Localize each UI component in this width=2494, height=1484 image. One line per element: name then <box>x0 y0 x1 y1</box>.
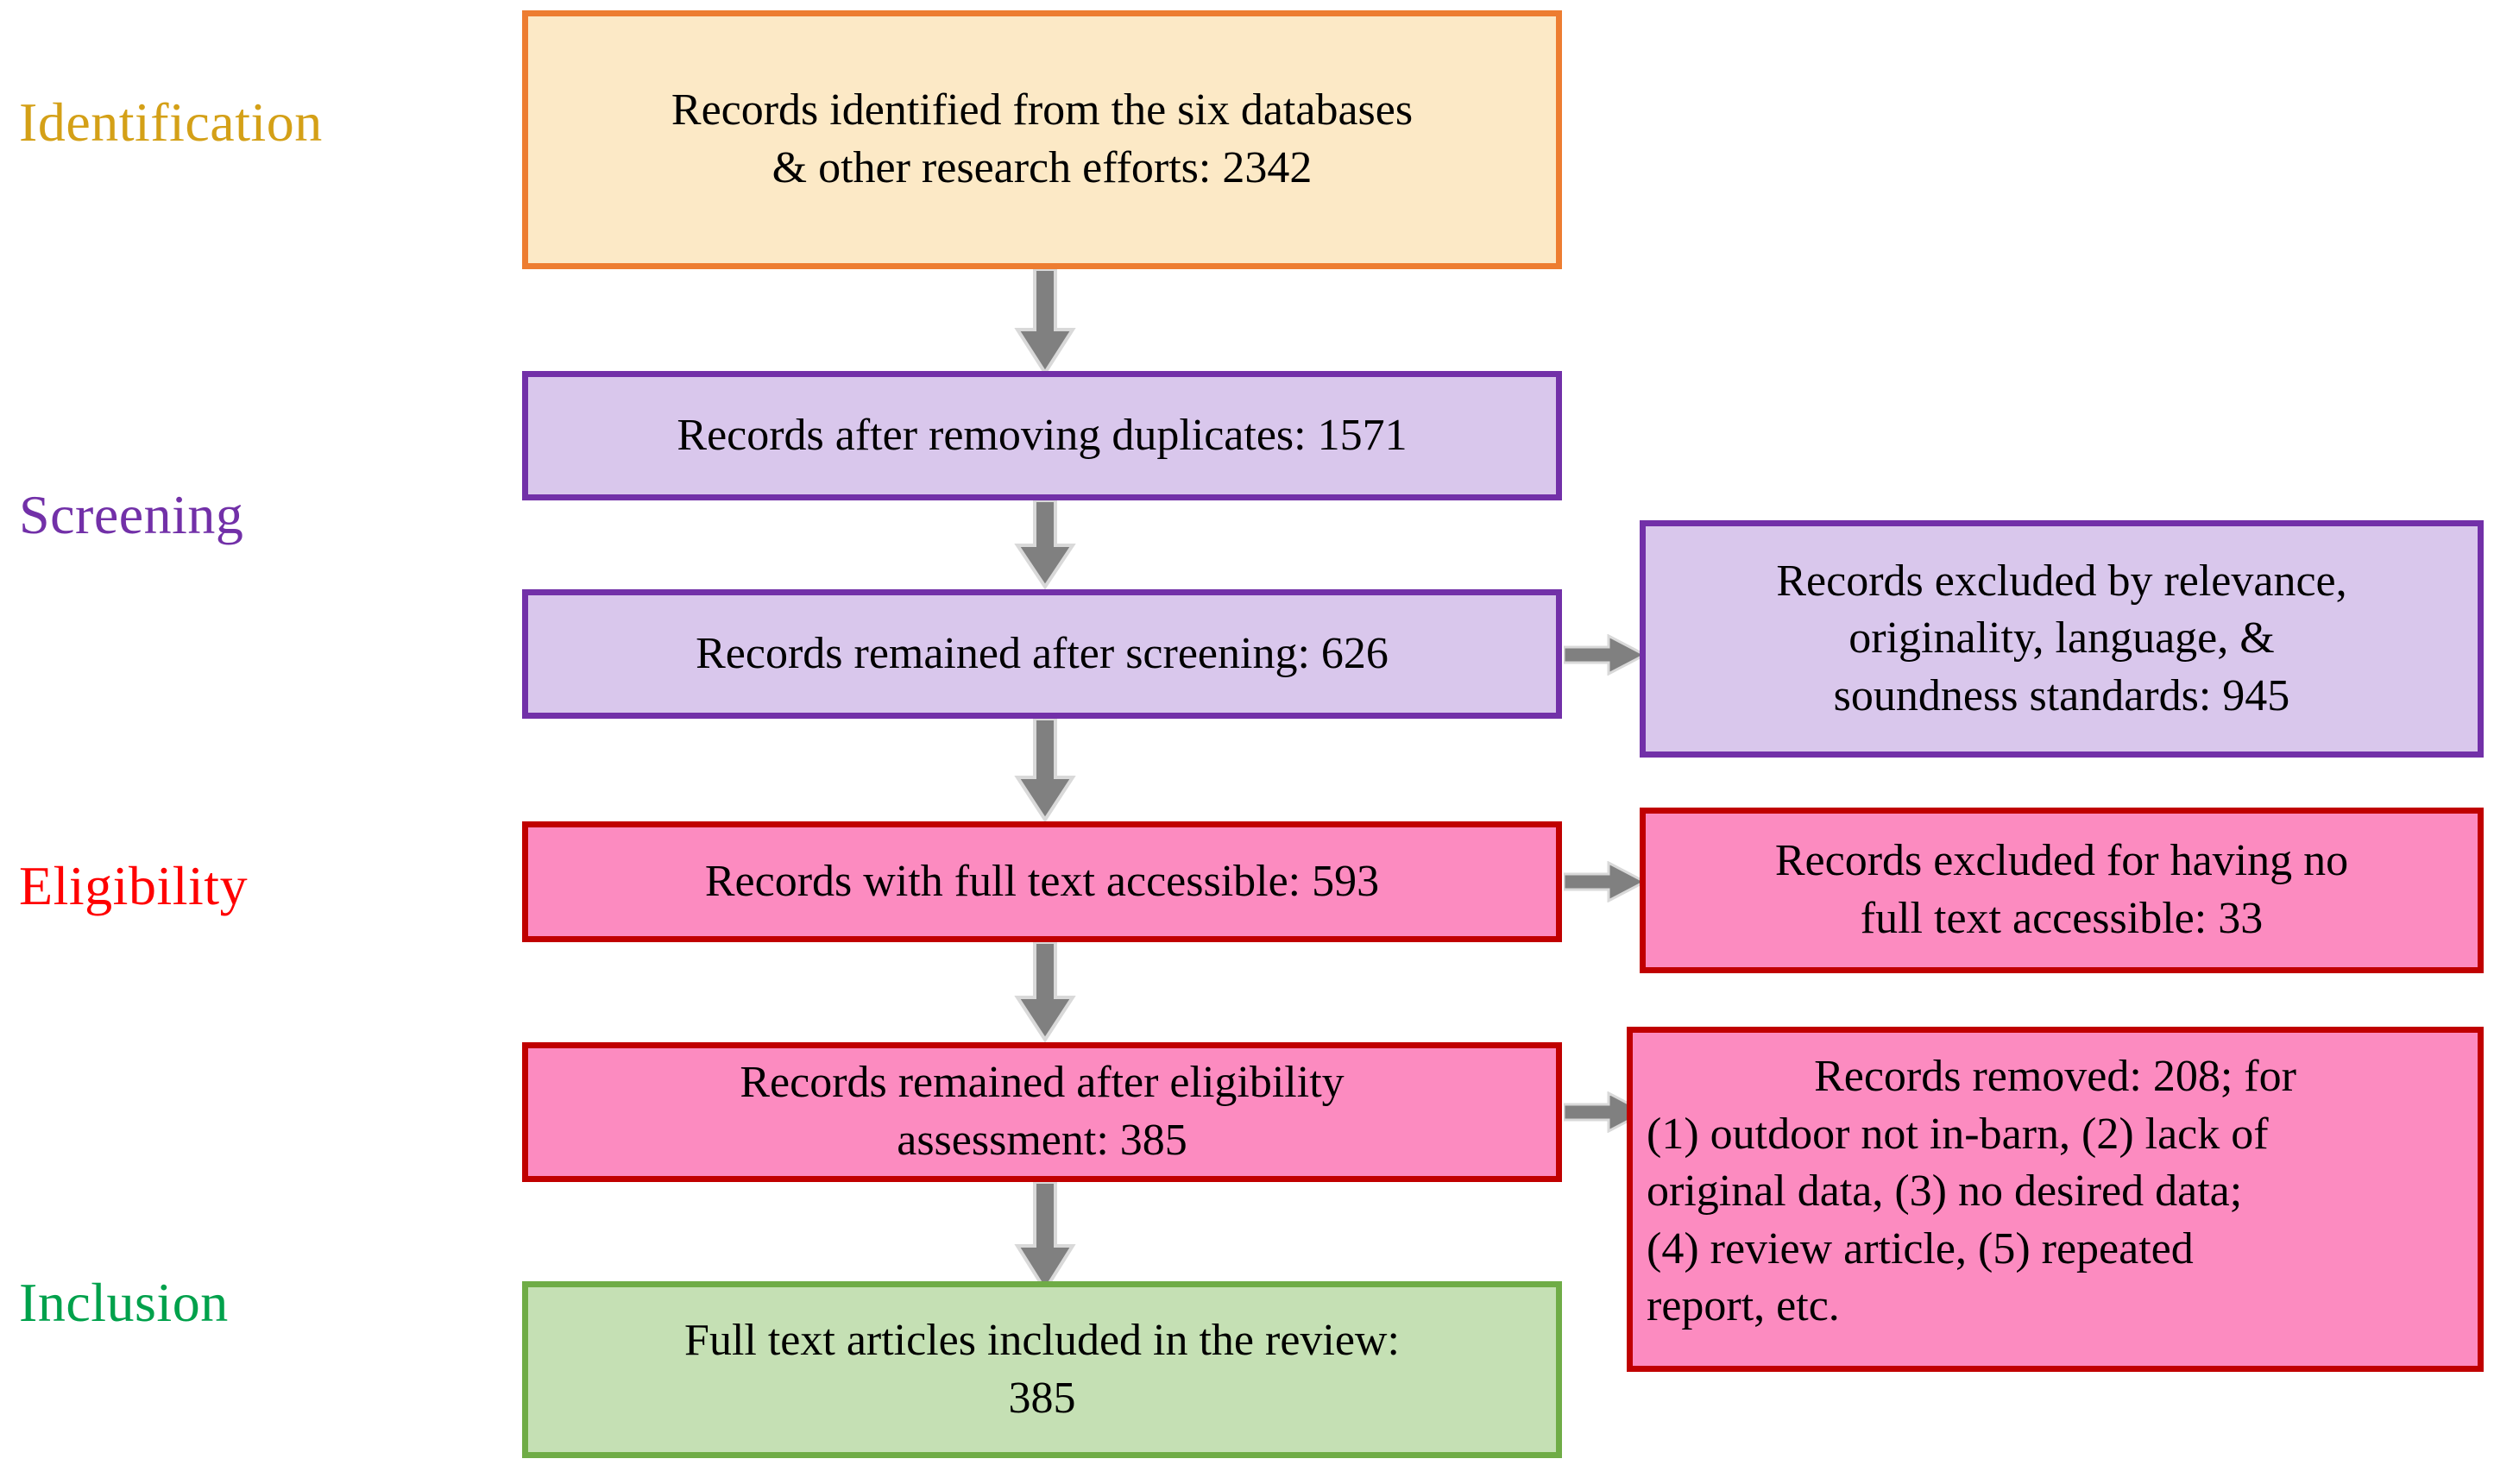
stage-label-identification: Identification <box>19 91 323 153</box>
arrow-duplicates-to-screening <box>1014 500 1076 589</box>
box-remained-after-screening-text: Records remained after screening: 626 <box>696 628 1389 678</box>
box-remained-after-eligibility-text: Records remained after eligibility asses… <box>542 1054 1542 1169</box>
box-excluded-by-relevance: Records excluded by relevance, originali… <box>1640 520 2484 758</box>
box-records-identified-line2: & other research efforts: 2342 <box>772 143 1313 192</box>
box-excluded-no-full-text-line2: full text accessible: 33 <box>1860 894 2264 943</box>
arrow-identified-to-duplicates <box>1014 269 1076 375</box>
box-included-in-review: Full text articles included in the revie… <box>522 1281 1562 1458</box>
box-full-text-accessible: Records with full text accessible: 593 <box>522 821 1562 942</box>
box-excluded-by-relevance-line1: Records excluded by relevance, <box>1776 556 2347 606</box>
box-excluded-by-relevance-text: Records excluded by relevance, originali… <box>1660 553 2464 726</box>
box-records-identified: Records identified from the six database… <box>522 10 1562 269</box>
stage-label-eligibility: Eligibility <box>19 855 249 916</box>
box-excluded-by-relevance-line3: soundness standards: 945 <box>1833 670 2290 720</box>
box-remained-after-eligibility-line1: Records remained after eligibility <box>740 1058 1345 1108</box>
box-remained-after-eligibility-line2: assessment: 385 <box>897 1116 1187 1165</box>
arrow-screening-to-excluded <box>1564 634 1647 676</box>
arrow-fulltext-to-eligibility <box>1014 942 1076 1042</box>
box-excluded-no-full-text-text: Records excluded for having no full text… <box>1660 833 2464 947</box>
box-remained-after-screening: Records remained after screening: 626 <box>522 589 1562 719</box>
box-after-removing-duplicates-text: Records after removing duplicates: 1571 <box>677 410 1408 460</box>
box-records-removed-reasons-text: Records removed: 208; for (1) outdoor no… <box>1647 1048 2464 1336</box>
arrow-screening-to-fulltext <box>1014 719 1076 822</box>
box-full-text-accessible-text: Records with full text accessible: 593 <box>704 856 1380 906</box>
box-excluded-by-relevance-line2: originality, language, & <box>1848 613 2275 663</box>
stage-label-screening: Screening <box>19 484 244 545</box>
box-records-identified-text: Records identified from the six database… <box>542 82 1542 197</box>
box-remained-after-eligibility: Records remained after eligibility asses… <box>522 1042 1562 1182</box>
box-records-removed-reasons-line4: (4) review article, (5) repeated <box>1647 1223 2194 1273</box>
box-included-in-review-text: Full text articles included in the revie… <box>542 1312 1542 1427</box>
box-records-removed-reasons: Records removed: 208; for (1) outdoor no… <box>1627 1027 2484 1372</box>
box-records-removed-reasons-line5: report, etc. <box>1647 1281 1840 1331</box>
box-included-in-review-line1: Full text articles included in the revie… <box>684 1315 1400 1365</box>
box-records-removed-reasons-line3: original data, (3) no desired data; <box>1647 1166 2243 1217</box>
arrow-fulltext-to-excluded <box>1564 861 1647 902</box>
box-records-removed-reasons-line1: Records removed: 208; for <box>1814 1052 2296 1101</box>
box-records-removed-reasons-line2: (1) outdoor not in-barn, (2) lack of <box>1647 1109 2269 1159</box>
box-excluded-no-full-text-line1: Records excluded for having no <box>1774 836 2349 886</box>
arrow-eligibility-to-included <box>1014 1182 1076 1292</box>
stage-label-inclusion: Inclusion <box>19 1272 229 1333</box>
box-after-removing-duplicates: Records after removing duplicates: 1571 <box>522 371 1562 500</box>
box-records-identified-line1: Records identified from the six database… <box>671 85 1414 135</box>
box-included-in-review-line2: 385 <box>1008 1373 1076 1423</box>
box-excluded-no-full-text: Records excluded for having no full text… <box>1640 808 2484 973</box>
